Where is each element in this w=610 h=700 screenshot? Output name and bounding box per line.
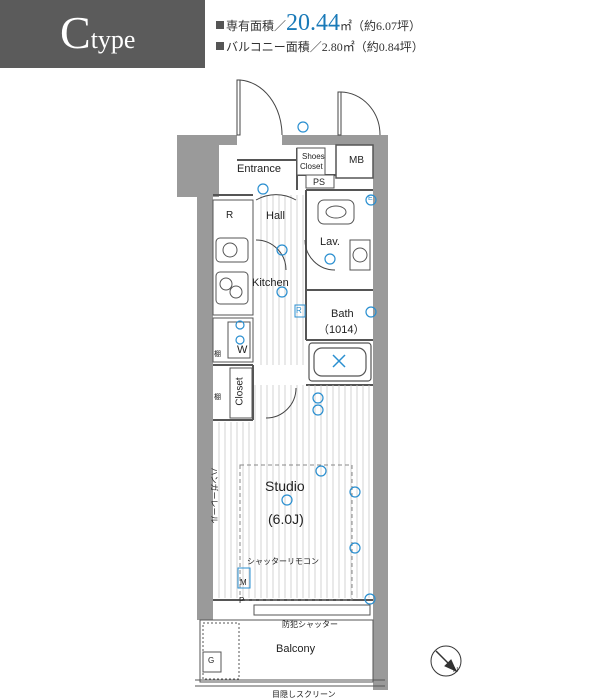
ps-label: PS — [313, 177, 326, 187]
shelf-label-2: 棚 — [214, 394, 221, 401]
g-label: G — [208, 656, 215, 665]
balcony-label: Balcony — [276, 643, 316, 655]
balcony-area-text: バルコニー面積／2.80㎡（約0.84坪） — [226, 40, 424, 54]
kitchen-counter — [212, 199, 254, 316]
compass-icon — [430, 645, 462, 677]
type-badge-text: Ctype — [60, 8, 135, 58]
switch-panel — [294, 304, 306, 318]
type-word: type — [90, 25, 136, 54]
exclusive-area-value: 20.44 — [286, 10, 341, 36]
bath-size-label: （1014） — [318, 324, 365, 336]
bullet-square-icon — [216, 21, 224, 29]
privacy-screen-label: 目隠しスクリーン — [272, 690, 336, 699]
type-badge: Ctype — [0, 0, 205, 68]
wood-floor-kitchen — [256, 195, 305, 365]
m-label: M — [240, 578, 247, 587]
p-label: P — [239, 596, 245, 605]
hanger-rail-label: ハンガーレール — [209, 467, 219, 524]
r-label-upper: R — [226, 210, 234, 221]
shelf-label-1: 棚 — [214, 351, 221, 358]
balcony-area-spec: バルコニー面積／2.80㎡（約0.84坪） — [216, 38, 424, 55]
closet — [229, 367, 253, 419]
wood-floor-studio — [253, 385, 371, 598]
washer-area — [212, 317, 254, 363]
shoes-closet — [296, 147, 326, 176]
remote-switch — [237, 567, 251, 589]
lavatory-fixtures — [317, 199, 371, 271]
closet-label: Closet — [234, 377, 246, 406]
type-letter: C — [60, 7, 91, 58]
entrance-label: Entrance — [237, 163, 282, 175]
hall-label: Hall — [266, 210, 285, 222]
exclusive-area-label: 専有面積／ — [226, 19, 287, 33]
shutter-remote-label: シャッターリモコン — [247, 557, 319, 566]
mb-closet — [335, 144, 374, 179]
ps-box — [305, 174, 335, 189]
wood-floor-lower — [216, 422, 253, 598]
bullet-square-icon — [216, 42, 224, 50]
shoes-closet-label-1: Shoes — [302, 152, 325, 161]
e-label: E — [368, 195, 373, 202]
outer-walls — [177, 135, 388, 690]
r-label-lower: R — [296, 306, 302, 315]
lav-label: Lav. — [320, 236, 340, 248]
electrical-fixtures — [235, 121, 377, 605]
security-shutter-label: 防犯シャッター — [282, 620, 338, 629]
balcony — [195, 604, 385, 687]
studio-label: Studio — [265, 478, 305, 494]
bath-label: Bath — [331, 308, 354, 320]
compass-label: N — [453, 667, 459, 674]
entrance-door — [236, 79, 381, 136]
mb-label: MB — [349, 155, 364, 166]
shoes-closet-label-2: Closet — [300, 162, 323, 171]
exclusive-area-spec: 専有面積／20.44㎡（約6.07坪） — [216, 10, 421, 37]
washer-label: W — [237, 344, 248, 356]
kitchen-label: Kitchen — [252, 277, 289, 289]
studio-size-label: (6.0J) — [268, 511, 304, 527]
bath-vent-icon — [332, 354, 346, 368]
exclusive-area-unit: ㎡ — [340, 19, 353, 33]
hanger-rail — [239, 464, 353, 601]
exclusive-area-tsubo: （約6.07坪） — [352, 19, 422, 33]
